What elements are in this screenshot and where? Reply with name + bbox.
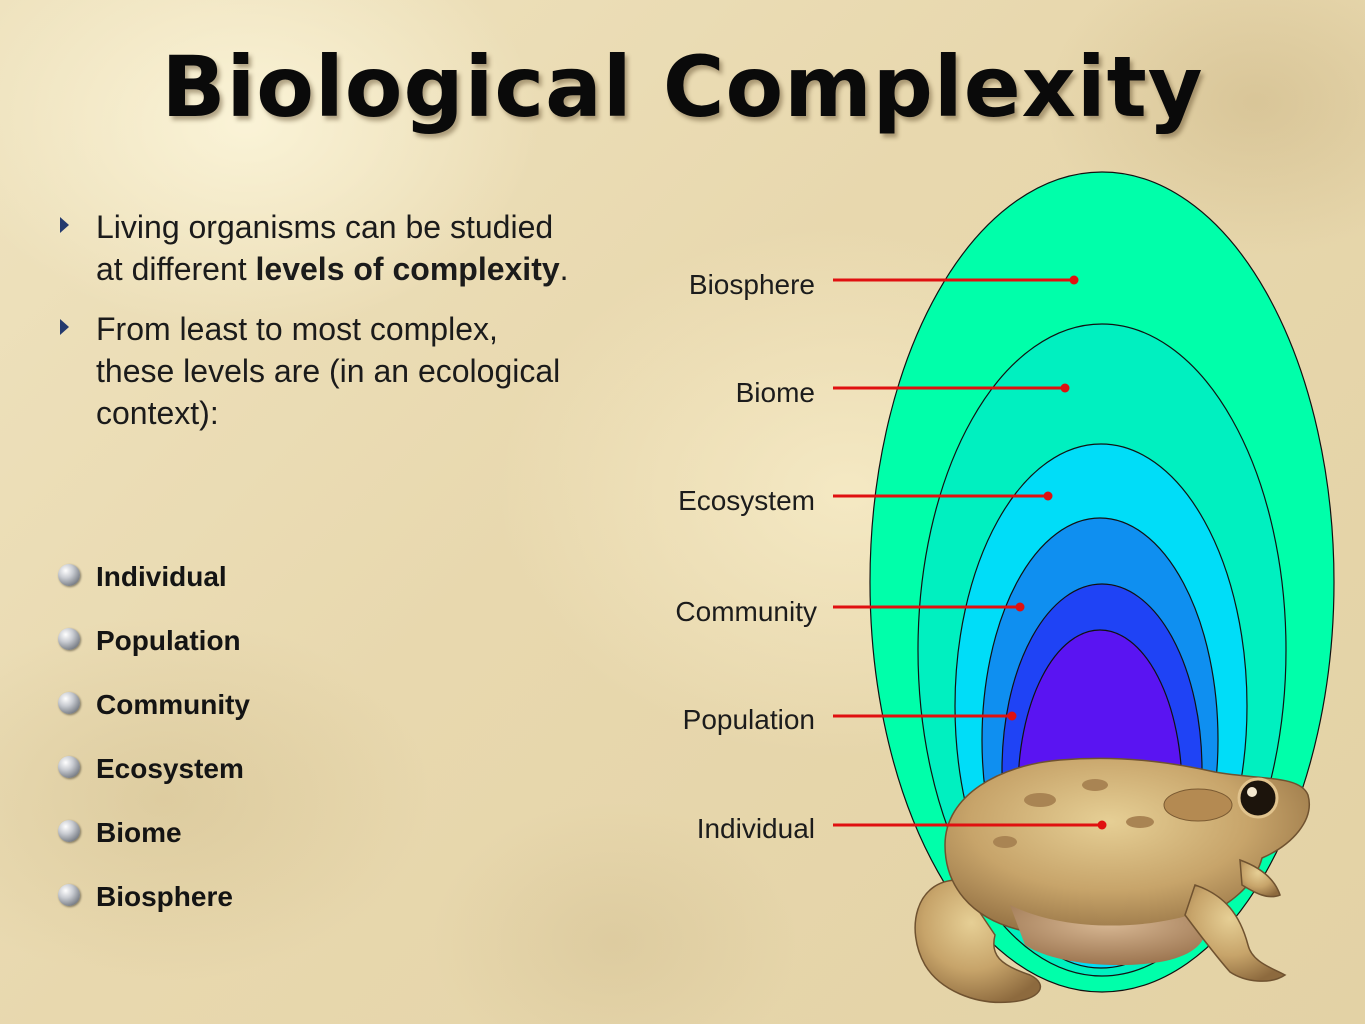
level-item: Community	[58, 684, 250, 748]
toad-spot	[1024, 793, 1056, 807]
pointer-dot-individual	[1097, 820, 1107, 830]
bullet-text-part: Living organisms can be studied at diffe…	[96, 209, 554, 287]
bullet-item: Living organisms can be studied at diffe…	[58, 206, 578, 290]
orb-bullet-icon	[58, 820, 80, 842]
orb-bullet-icon	[58, 756, 80, 778]
level-item: Biome	[58, 812, 250, 876]
toad-spot	[1082, 779, 1108, 791]
bullet-arrow-icon	[60, 319, 69, 335]
bullet-text-part: .	[559, 251, 569, 287]
label-population: Population	[683, 704, 815, 735]
level-label: Individual	[96, 561, 227, 592]
label-individual: Individual	[697, 813, 815, 844]
orb-bullet-icon	[58, 628, 80, 650]
label-ecosystem: Ecosystem	[678, 485, 815, 516]
orb-bullet-icon	[58, 692, 80, 714]
bullet-list: Living organisms can be studied at diffe…	[58, 206, 578, 452]
pointer-dot-population	[1007, 711, 1017, 721]
label-biome: Biome	[736, 377, 815, 408]
label-biosphere: Biosphere	[689, 269, 815, 300]
level-label: Community	[96, 689, 250, 720]
levels-list: Individual Population Community Ecosyste…	[58, 556, 250, 940]
orb-bullet-icon	[58, 884, 80, 906]
bullet-text: Living organisms can be studied at diffe…	[96, 209, 569, 287]
level-label: Biosphere	[96, 881, 233, 912]
toad-image	[914, 757, 1310, 1004]
slide-title: Biological Complexity	[161, 38, 1204, 136]
bullet-text: From least to most complex, these levels…	[96, 311, 561, 431]
toad-eye	[1237, 777, 1279, 819]
toad-spot	[993, 836, 1017, 848]
orb-bullet-icon	[58, 564, 80, 586]
bullet-arrow-icon	[60, 217, 69, 233]
toad-eye-highlight	[1247, 787, 1257, 797]
level-label: Ecosystem	[96, 753, 244, 784]
toad-front-leg	[1184, 884, 1287, 982]
pointer-dot-community	[1015, 602, 1025, 612]
bullet-item: From least to most complex, these levels…	[58, 308, 578, 434]
pointer-dot-biome	[1060, 383, 1070, 393]
toad-arm	[1239, 858, 1281, 898]
label-community: Community	[675, 596, 817, 627]
toad-paratoid-gland	[1163, 788, 1233, 822]
pointer-dot-biosphere	[1069, 275, 1079, 285]
toad-back-leg	[914, 879, 1042, 1004]
level-label: Population	[96, 625, 241, 656]
toad-spot	[1126, 816, 1154, 828]
toad-belly	[1010, 905, 1206, 966]
pointer-dot-ecosystem	[1043, 491, 1053, 501]
nested-levels-diagram: Biosphere Biome Ecosystem Community Popu…	[675, 171, 1335, 1004]
level-item: Population	[58, 620, 250, 684]
level-item: Ecosystem	[58, 748, 250, 812]
level-item: Individual	[58, 556, 250, 620]
level-label: Biome	[96, 817, 182, 848]
level-item: Biosphere	[58, 876, 250, 940]
bullet-text-emphasis: levels of complexity	[255, 251, 560, 287]
